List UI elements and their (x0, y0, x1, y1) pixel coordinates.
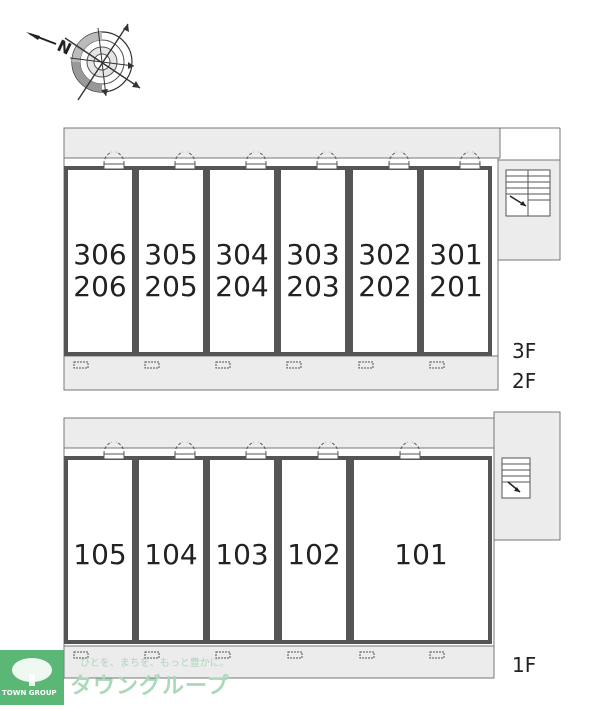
floor-label-1f: 1F (512, 653, 536, 677)
unit-number-301: 301 (429, 238, 482, 271)
unit-number-306: 306 (73, 238, 126, 271)
unit-number-303: 303 (286, 238, 339, 271)
unit-number-302: 302 (358, 238, 411, 271)
unit-number-201: 201 (429, 270, 482, 303)
logo-text: TOWN GROUP (2, 689, 57, 697)
unit-number-304: 304 (215, 238, 268, 271)
unit-number-204: 204 (215, 270, 268, 303)
unit-number-105: 105 (73, 538, 126, 571)
unit-number-103: 103 (215, 538, 268, 571)
unit-number-206: 206 (73, 270, 126, 303)
unit-103: 103 (206, 441, 278, 659)
unit-number-205: 205 (144, 270, 197, 303)
stair-icon (505, 169, 551, 217)
unit-102: 102 (278, 441, 350, 659)
stair-icon (501, 457, 531, 499)
compass-north-label: N (54, 36, 74, 59)
compass-rose-icon (26, 23, 141, 101)
unit-105: 105 (64, 441, 136, 659)
floor-label-3f: 3F (512, 339, 536, 363)
unit-101: 101 (350, 441, 492, 659)
unit-number-305: 305 (144, 238, 197, 271)
unit-number-102: 102 (287, 538, 340, 571)
unit-number-104: 104 (144, 538, 197, 571)
unit-number-203: 203 (286, 270, 339, 303)
watermark-slogan: ひとを、まちを、もっと豊かに。 (80, 658, 230, 669)
floor-label-2f: 2F (512, 369, 536, 393)
lower-building: 105 104 103 102 101 (63, 411, 561, 679)
town-group-logo (0, 650, 64, 705)
unit-number-101: 101 (394, 538, 447, 571)
watermark-brand: タウングループ (70, 674, 230, 699)
unit-number-202: 202 (358, 270, 411, 303)
unit-104: 104 (135, 441, 207, 659)
